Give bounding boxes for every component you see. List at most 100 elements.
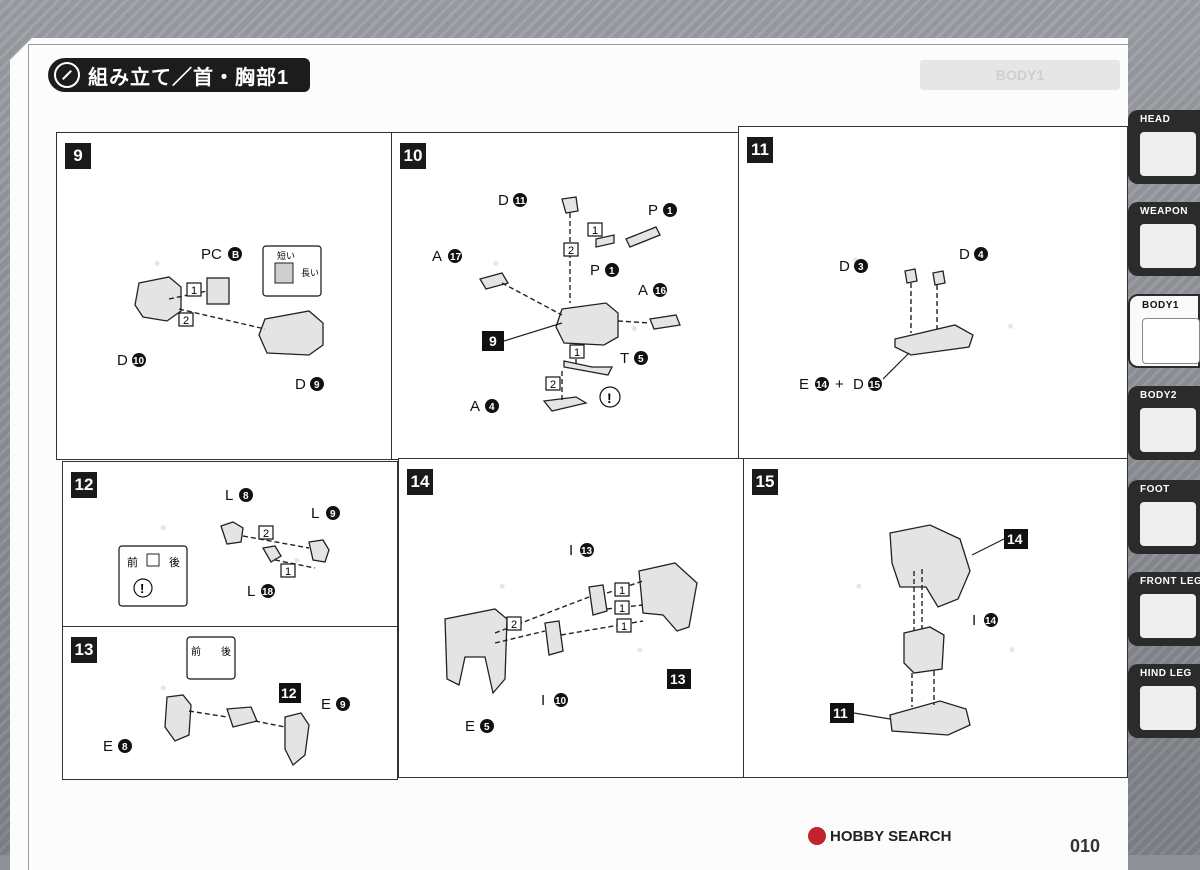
label-d-id: 11 — [515, 196, 526, 207]
part-e8 — [164, 694, 192, 742]
label-pc-id: B — [232, 250, 239, 261]
front-leg-thumbnail-icon — [1140, 594, 1196, 638]
head-thumbnail-icon — [1140, 132, 1196, 176]
page-frame — [28, 44, 1128, 870]
step-11-panel: 11 D 3 D 4 E 14 + D 15 — [738, 126, 1128, 460]
label-d-id: 9 — [314, 380, 320, 391]
order-1: 1 — [619, 585, 625, 597]
part-a17 — [479, 272, 509, 290]
tab-body2[interactable]: BODY2 — [1128, 386, 1200, 460]
order-1: 1 — [574, 347, 580, 359]
order-2: 2 — [511, 619, 517, 631]
tab-label: WEAPON — [1140, 206, 1188, 217]
label-l: L — [311, 505, 319, 522]
step-10-panel: 10 1 2 1 2 ! D 11 P 1 P 1 A 17 A 16 T 5 … — [391, 132, 739, 460]
label-d-id: 4 — [978, 250, 984, 261]
label-p-id: 1 — [667, 206, 673, 217]
tab-head[interactable]: HEAD — [1128, 110, 1200, 184]
tab-front-leg[interactable]: FRONT LEG — [1128, 572, 1200, 646]
label-l-id: 9 — [330, 509, 336, 520]
label-i-id: 10 — [555, 696, 567, 707]
step-number: 10 — [400, 143, 426, 169]
part-l8 — [220, 521, 244, 545]
label-p: P — [648, 202, 658, 219]
back-label: 後 — [169, 555, 180, 569]
tab-label: HIND LEG — [1140, 668, 1192, 679]
label-e: E — [465, 718, 475, 735]
body1-thumbnail-icon — [1142, 318, 1200, 364]
back-label: 後 — [221, 645, 231, 658]
tab-label: BODY2 — [1140, 390, 1177, 401]
ref-step-12: 12 — [281, 685, 297, 701]
part-12 — [226, 706, 258, 728]
label-e: E — [799, 376, 809, 393]
tab-weapon[interactable]: WEAPON — [1128, 202, 1200, 276]
order-1: 1 — [619, 603, 625, 615]
part-i10 — [544, 620, 564, 656]
label-a: A — [470, 398, 480, 415]
label-l: L — [247, 583, 255, 600]
step-number: 9 — [65, 143, 91, 169]
order-1: 1 — [285, 566, 291, 578]
step-number: 11 — [747, 137, 773, 163]
tab-foot[interactable]: FOOT — [1128, 480, 1200, 554]
order-2: 2 — [183, 315, 189, 327]
part-13 — [638, 562, 698, 632]
tab-label: FRONT LEG — [1140, 576, 1200, 587]
label-a: A — [638, 282, 648, 299]
label-d: D — [959, 246, 970, 263]
inset-box: 短い 長い — [262, 245, 322, 297]
label-p: P — [590, 262, 600, 279]
part-d10 — [134, 276, 182, 322]
section-title-text: 組み立て／首・胸部1 — [88, 66, 290, 89]
step-number: 12 — [71, 472, 97, 498]
label-d-id: 3 — [858, 262, 864, 273]
part-e9 — [284, 712, 310, 767]
step-14-panel: 14 2 1 1 1 I 13 I 10 E 5 13 — [398, 458, 744, 778]
part-l9 — [308, 539, 330, 563]
step-13-diagram: 前 後 12 E 8 E 9 — [103, 636, 350, 767]
label-i: I — [541, 692, 545, 709]
step-13-panel: 13 前 後 12 E 8 E 9 — [62, 626, 398, 780]
label-pc: PC — [201, 246, 222, 263]
page-number: 010 — [1070, 836, 1101, 856]
label-p-id: 1 — [609, 266, 615, 277]
plus-sign: + — [835, 376, 844, 393]
step-9-panel: 9 短い 長い 1 2 PC B D 10 D 9 — [56, 132, 392, 460]
label-l: L — [225, 487, 233, 504]
part-l18 — [261, 545, 282, 563]
label-d-id: 10 — [133, 356, 145, 367]
label-a-id: 4 — [489, 402, 495, 413]
part-d11 — [561, 196, 579, 214]
caution-icon: ! — [607, 390, 612, 406]
step-15-diagram: 14 I 14 11 — [830, 524, 1028, 736]
part-a16 — [649, 314, 681, 330]
step-number: 13 — [71, 637, 97, 663]
part-p1-long — [625, 226, 661, 248]
step-12-panel: 12 前 後 ! 2 1 L 8 L 9 L 18 — [62, 461, 398, 627]
tab-label: FOOT — [1140, 484, 1170, 495]
tab-hind-leg[interactable]: HIND LEG — [1128, 664, 1200, 738]
label-e-id: 5 — [484, 722, 490, 733]
label-i: I — [569, 542, 573, 559]
step-14-diagram: 2 1 1 1 I 13 I 10 E 5 13 — [444, 542, 698, 735]
part-e14-d15 — [894, 324, 974, 356]
ref-step-14: 14 — [1007, 531, 1023, 547]
step-number: 14 — [407, 469, 433, 495]
label-l-id: 8 — [243, 491, 249, 502]
label-e: E — [103, 738, 113, 755]
order-1: 1 — [592, 225, 598, 237]
body2-thumbnail-icon — [1140, 408, 1196, 452]
label-i-id: 13 — [581, 546, 593, 557]
label-d: D — [295, 376, 306, 393]
tab-body1[interactable]: BODY1 — [1128, 294, 1200, 368]
label-i-id: 14 — [985, 616, 997, 627]
ref-step-13: 13 — [670, 671, 686, 687]
label-a-id: 17 — [450, 252, 462, 263]
step-number: 15 — [752, 469, 778, 495]
label-e-id: 8 — [122, 742, 128, 753]
watermark-text: HOBBY SEARCH — [830, 827, 952, 845]
step-10-diagram: 1 2 1 2 ! D 11 P 1 P 1 A 17 A 16 T 5 A 4… — [432, 192, 681, 415]
part-d9 — [258, 310, 324, 356]
ref-step-9: 9 — [489, 333, 497, 349]
